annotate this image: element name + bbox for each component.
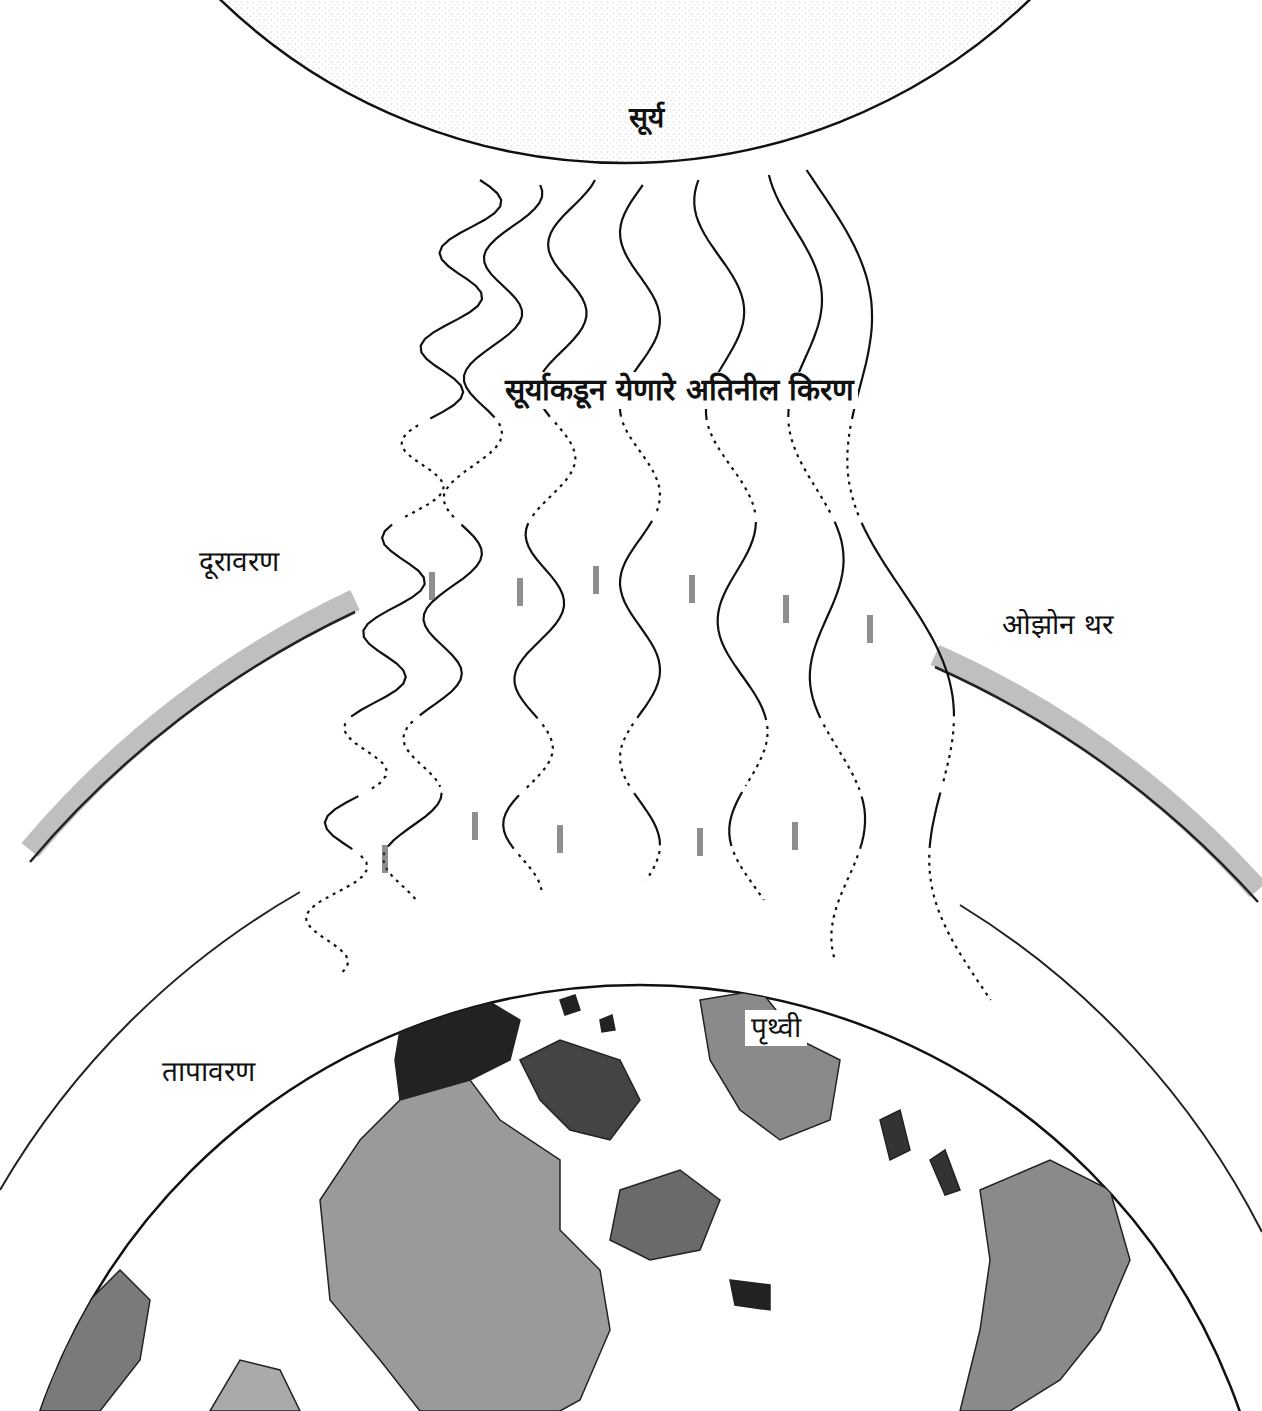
ray-label: सूर्याकडून येणारे अतिनील किरण <box>501 372 858 409</box>
absorbed-ray <box>689 575 695 603</box>
uv-ray <box>515 523 565 718</box>
absorbed-ray <box>557 825 563 853</box>
absorbed-ray <box>382 845 388 873</box>
uv-ray <box>402 425 444 518</box>
uv-ray <box>444 423 502 518</box>
earth-globe <box>5 985 1262 1411</box>
uv-ray <box>930 793 941 848</box>
uv-ray <box>824 725 860 790</box>
absorbed-ray <box>593 566 599 594</box>
uv-ray <box>532 423 576 518</box>
layer-label: ओझोन थर <box>998 608 1117 642</box>
uv-rays <box>306 170 991 1000</box>
uv-ray <box>325 796 359 849</box>
uv-ray <box>789 424 832 516</box>
uv-ray <box>306 856 367 975</box>
continents <box>40 990 1130 1411</box>
absorbed-ray <box>792 822 798 850</box>
uv-ray <box>388 793 442 847</box>
uv-ray <box>860 797 865 849</box>
uv-ray <box>942 723 954 785</box>
absorbed-ray <box>783 595 789 623</box>
uv-ray <box>734 852 764 900</box>
sun-disc <box>42 0 1208 163</box>
uv-ray <box>525 724 553 789</box>
layer-label: तापावरण <box>158 1055 259 1089</box>
absorbed-ray <box>697 828 703 856</box>
uv-ray <box>503 795 519 848</box>
uv-ray <box>421 180 502 419</box>
uv-ray <box>847 426 858 516</box>
uv-ray <box>708 426 756 516</box>
uv-ray <box>646 851 659 880</box>
absorbed-ray <box>429 572 435 600</box>
absorbed-ray <box>867 615 873 643</box>
uv-ray <box>620 521 660 718</box>
uv-ray <box>831 855 857 960</box>
uv-ray <box>403 721 440 787</box>
uv-ray <box>729 792 742 846</box>
uv-ray <box>746 726 768 786</box>
absorbed-ray <box>472 812 478 840</box>
earth-node: पृथ्वी <box>745 1010 807 1046</box>
uv-ray <box>351 525 425 717</box>
absorbed-ray <box>517 578 523 606</box>
ozone-layer <box>30 600 1258 902</box>
uv-ray <box>623 423 660 516</box>
layer-label: दूरावरण <box>195 545 283 579</box>
uv-ray <box>383 852 416 900</box>
node-text: पृथ्वी <box>751 1012 801 1044</box>
uv-ray <box>634 793 660 845</box>
sun-node: सूर्य <box>623 100 670 136</box>
uv-ray <box>862 523 954 717</box>
uv-ray <box>420 525 482 716</box>
uv-ray <box>718 522 767 720</box>
node-text: सूर्य <box>629 102 664 134</box>
uv-ray <box>620 724 633 788</box>
uv-ray <box>929 855 990 1000</box>
uv-ray <box>810 522 844 718</box>
uv-ray <box>519 855 542 891</box>
uv-ray <box>344 723 386 789</box>
